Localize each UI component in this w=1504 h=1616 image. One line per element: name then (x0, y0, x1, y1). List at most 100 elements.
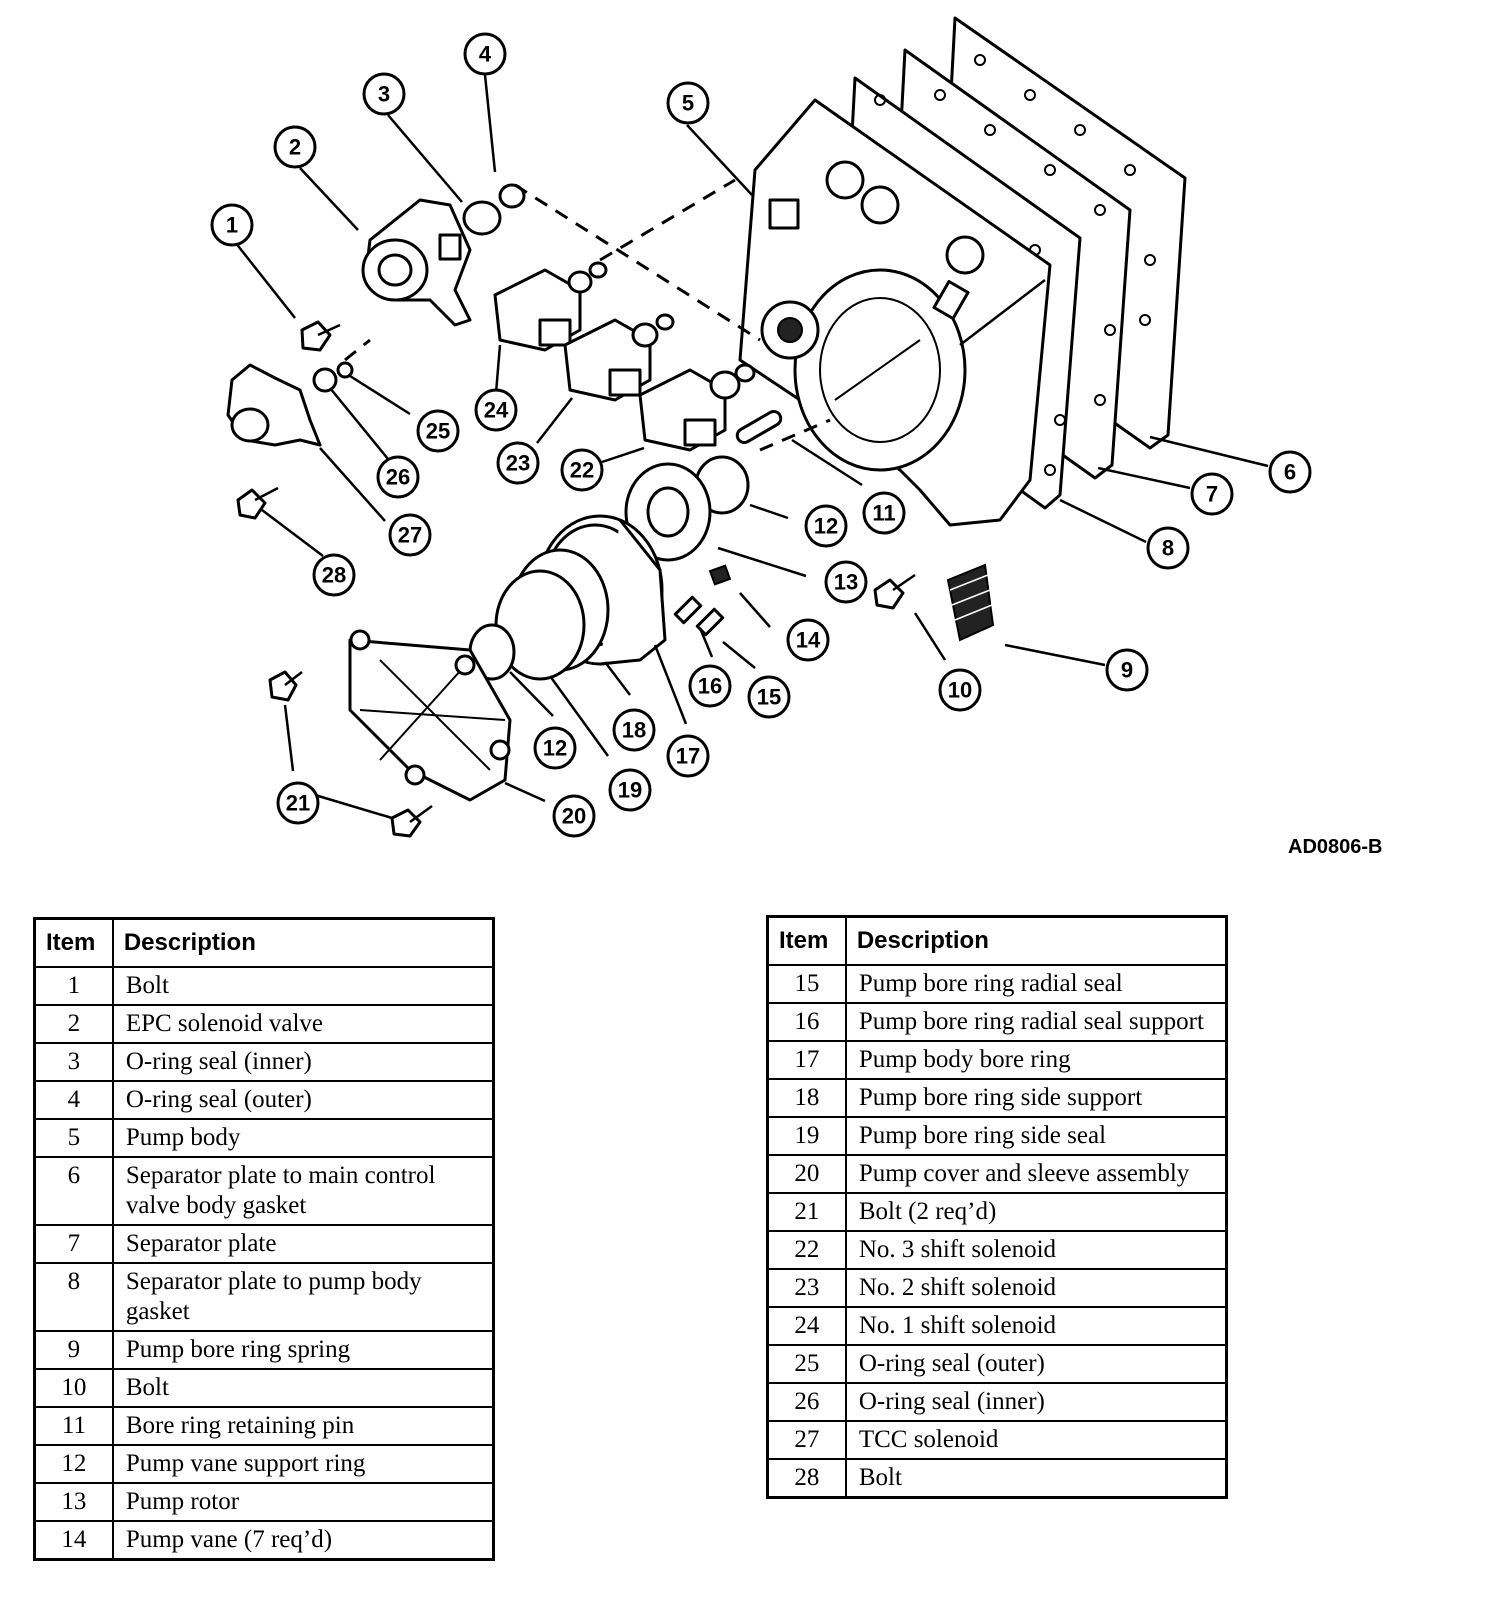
item-number: 5 (33, 1118, 114, 1158)
item-number: 7 (33, 1224, 114, 1264)
svg-text:22: 22 (570, 458, 594, 483)
callout-11: 11 (862, 491, 906, 535)
callout-25: 25 (416, 409, 460, 453)
o-ring-4 (498, 183, 526, 209)
callout-4: 4 (463, 32, 507, 76)
svg-text:11: 11 (872, 501, 895, 526)
callout-10: 10 (938, 668, 982, 712)
svg-text:20: 20 (562, 804, 586, 829)
item-number: 21 (766, 1192, 847, 1232)
callout-6: 6 (1268, 450, 1312, 494)
item-description: Bolt (844, 1458, 1228, 1499)
item-description: O-ring seal (outer) (111, 1080, 495, 1120)
callout-15: 15 (747, 675, 791, 719)
svg-text:24: 24 (484, 398, 509, 423)
item-number: 1 (33, 966, 114, 1006)
item-number: 4 (33, 1080, 114, 1120)
callout-23: 23 (496, 441, 540, 485)
pump-cover (348, 629, 512, 802)
svg-text:8: 8 (1162, 536, 1174, 561)
item-description: No. 2 shift solenoid (844, 1268, 1228, 1308)
column-header-item: Item (766, 915, 847, 966)
svg-text:5: 5 (682, 91, 694, 116)
spring-9 (946, 563, 995, 642)
callout-12: 12 (804, 504, 848, 548)
item-number: 26 (766, 1382, 847, 1422)
legend-header-row: Item Description (766, 915, 1228, 966)
item-description: O-ring seal (outer) (844, 1344, 1228, 1384)
svg-text:16: 16 (698, 674, 722, 699)
callout-8: 8 (1146, 526, 1190, 570)
item-description: Pump bore ring radial seal support (844, 1002, 1228, 1042)
alignment-line (599, 178, 736, 262)
callout-21: 21 (276, 781, 320, 825)
item-description: O-ring seal (inner) (844, 1382, 1228, 1422)
callout-20: 20 (552, 794, 596, 838)
item-number: 25 (766, 1344, 847, 1384)
item-description: Bolt (111, 1368, 495, 1408)
callout-19: 19 (608, 768, 652, 812)
item-description: Separator plate (111, 1224, 495, 1264)
plate-holes (874, 54, 1156, 476)
callout-9: 9 (1105, 648, 1149, 692)
alignment-line (514, 183, 761, 342)
bolt-1 (300, 320, 341, 352)
callout-18: 18 (612, 708, 656, 752)
exploded-parts-diagram: 1 2 3 4 5 6 7 8 9 10 11 12 12 13 14 15 1… (210, 16, 1312, 838)
leader-lines (234, 74, 1269, 820)
item-description: Pump vane (7 req’d) (111, 1520, 495, 1561)
svg-text:7: 7 (1206, 482, 1218, 507)
item-number: 3 (33, 1042, 114, 1082)
o-ring-3 (462, 200, 502, 236)
svg-text:14: 14 (796, 628, 821, 653)
svg-text:2: 2 (289, 135, 301, 160)
item-number: 10 (33, 1368, 114, 1408)
callout-13: 13 (824, 560, 868, 604)
item-number: 27 (766, 1420, 847, 1460)
item-number: 9 (33, 1330, 114, 1370)
svg-text:10: 10 (948, 678, 972, 703)
item-description: Pump body bore ring (844, 1040, 1228, 1080)
item-description: Pump cover and sleeve assembly (844, 1154, 1228, 1194)
svg-text:1: 1 (226, 213, 238, 238)
callout-2: 2 (273, 125, 317, 169)
bore-ring-assembly (468, 514, 667, 681)
item-description: Bore ring retaining pin (111, 1406, 495, 1446)
item-number: 20 (766, 1154, 847, 1194)
bolt-28 (236, 486, 279, 520)
callout-24: 24 (474, 388, 518, 432)
callout-17: 17 (666, 734, 710, 778)
item-description: Pump rotor (111, 1482, 495, 1522)
radial-seal-support (673, 595, 703, 625)
bolt-10 (873, 573, 916, 610)
svg-text:13: 13 (834, 570, 858, 595)
item-description: Pump body (111, 1118, 495, 1158)
item-number: 11 (33, 1406, 114, 1446)
alignment-line (344, 338, 371, 362)
callout-1: 1 (210, 203, 254, 247)
item-number: 19 (766, 1116, 847, 1156)
column-header-item: Item (33, 917, 114, 968)
svg-text:12: 12 (814, 514, 838, 539)
svg-text:26: 26 (386, 465, 410, 490)
bolts-21 (268, 670, 433, 838)
epc-solenoid (361, 198, 472, 327)
item-description: Pump bore ring side support (844, 1078, 1228, 1118)
item-number: 18 (766, 1078, 847, 1118)
tcc-solenoid (226, 361, 354, 447)
